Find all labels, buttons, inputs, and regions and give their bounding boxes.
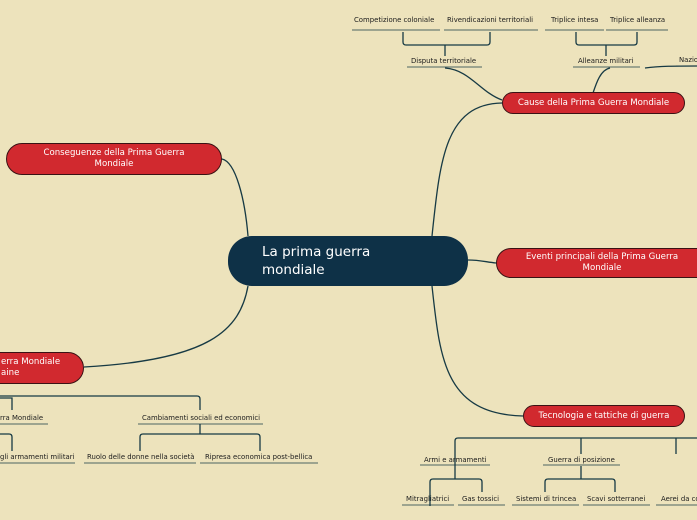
leaf-competizione-coloniale[interactable]: Competizione coloniale (354, 16, 435, 24)
topic-partial-left-line1: erra Mondiale (1, 357, 61, 367)
topic-conseguenze-line2: Mondiale (94, 159, 134, 169)
leaf-guerra-posizione[interactable]: Guerra di posizione (548, 456, 615, 464)
topic-cause-label: Cause della Prima Guerra Mondiale (517, 97, 670, 108)
leaf-rivendicazioni-territoriali[interactable]: Rivendicazioni territoriali (447, 16, 534, 24)
topic-cause[interactable]: Cause della Prima Guerra Mondiale (502, 92, 685, 114)
topic-conseguenze-line1: Conseguenze della Prima Guerra (43, 148, 185, 158)
topic-tecnologia-label: Tecnologia e tattiche di guerra (538, 410, 670, 421)
topic-tecnologia[interactable]: Tecnologia e tattiche di guerra (523, 405, 685, 427)
leaf-armi-armamenti[interactable]: Armi e armamenti (424, 456, 487, 464)
leaf-disputa-territoriale[interactable]: Disputa territoriale (411, 57, 477, 65)
leaf-scavi-sotterranei[interactable]: Scavi sotterranei (587, 495, 646, 503)
topic-eventi[interactable]: Eventi principali della Prima Guerra Mon… (496, 248, 697, 278)
leaf-mitragliatrici[interactable]: Mitragliatrici (406, 495, 450, 503)
leaf-sistemi-trincea[interactable]: Sistemi di trincea (516, 495, 577, 503)
topic-partial-left[interactable]: erra Mondiale aine (0, 352, 84, 384)
leaf-armamenti-militari[interactable]: gli armamenti militari (0, 453, 75, 461)
topic-eventi-line2: Mondiale (582, 263, 622, 273)
central-topic-line2: mondiale (262, 262, 325, 278)
leaf-cambiamenti-sociali[interactable]: Cambiamenti sociali ed economici (142, 414, 261, 422)
leaf-ripresa-economica[interactable]: Ripresa economica post-bellica (205, 453, 313, 461)
leaf-triplice-intesa[interactable]: Triplice intesa (551, 16, 599, 24)
leaf-ruolo-donne[interactable]: Ruolo delle donne nella società (87, 453, 195, 461)
leaf-triplice-alleanza[interactable]: Triplice alleanza (610, 16, 666, 24)
topic-partial-left-line2: aine (1, 368, 20, 378)
leaf-alleanze-militari[interactable]: Alleanze militari (578, 57, 634, 65)
topic-eventi-line1: Eventi principali della Prima Guerra (525, 252, 679, 262)
leaf-partial-mondiale[interactable]: rra Mondiale (0, 414, 44, 422)
central-topic[interactable]: La prima guerra mondiale (228, 236, 468, 286)
leaf-aerei[interactable]: Aerei da co (661, 495, 697, 503)
central-topic-line1: La prima guerra (262, 244, 371, 260)
leaf-gas-tossici[interactable]: Gas tossici (462, 495, 500, 503)
leaf-nazio[interactable]: Nazio (679, 56, 697, 64)
topic-conseguenze[interactable]: Conseguenze della Prima Guerra Mondiale (6, 143, 222, 175)
